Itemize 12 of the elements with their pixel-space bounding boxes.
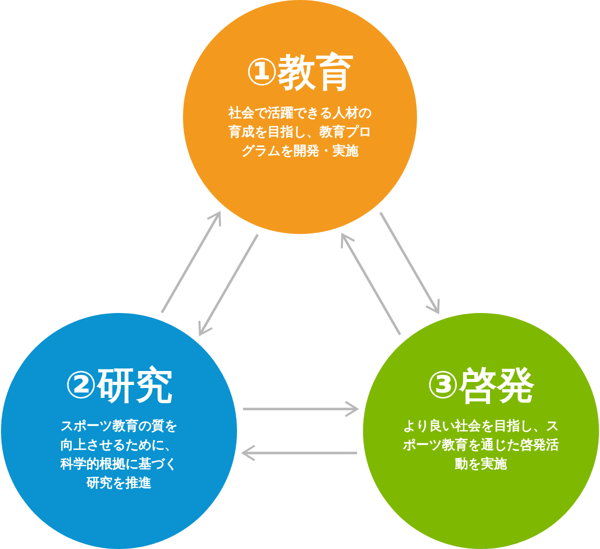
circle-description: より良い社会を目指し、スポーツ教育を通じた啓発活動を実施 <box>402 418 560 474</box>
arrow <box>198 234 259 336</box>
arrow <box>379 212 440 314</box>
circle-heading: ③啓発 <box>426 363 536 407</box>
circle-description: 社会で活躍できる人材の育成を目指し、教育プログラムを開発・実施 <box>227 105 372 161</box>
circle-description: スポーツ教育の質を向上させるために、科学的根拠に基づく研究を推進 <box>59 418 178 493</box>
arrow <box>242 444 358 462</box>
arrow <box>242 400 358 418</box>
arrow <box>160 211 222 314</box>
circle-heading: ①教育 <box>246 50 354 94</box>
circle-heading: ②研究 <box>64 363 174 407</box>
arrow <box>340 233 402 336</box>
